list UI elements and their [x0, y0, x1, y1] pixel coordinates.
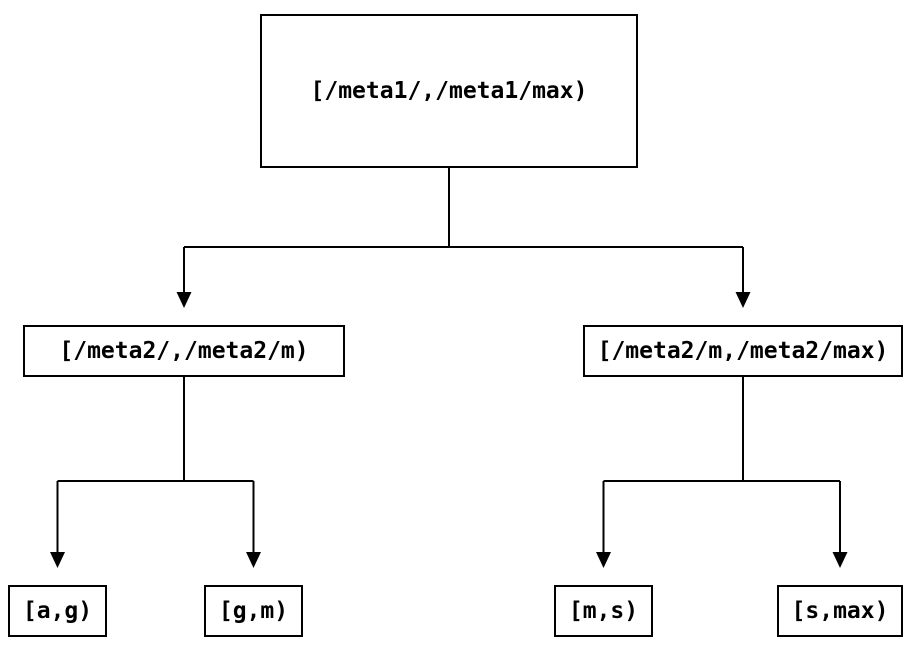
node-leaf-smax-label: [s,max) — [791, 598, 889, 624]
arrowhead-down-icon — [50, 552, 65, 568]
node-leaf-gm: [g,m) — [204, 585, 303, 637]
node-meta2-right-label: [/meta2/m,/meta2/max) — [597, 338, 889, 364]
node-leaf-gm-label: [g,m) — [218, 598, 289, 624]
connector-right-subtree — [596, 377, 848, 568]
node-meta2-right: [/meta2/m,/meta2/max) — [583, 325, 903, 377]
node-leaf-ms: [m,s) — [554, 585, 653, 637]
arrowhead-down-icon — [596, 552, 611, 568]
arrowhead-down-icon — [246, 552, 261, 568]
arrowhead-down-icon — [176, 292, 192, 308]
node-root: [/meta1/,/meta1/max) — [260, 14, 638, 168]
arrowhead-down-icon — [832, 552, 848, 568]
connector-left-subtree — [50, 377, 261, 568]
node-meta2-left-label: [/meta2/,/meta2/m) — [59, 338, 309, 364]
node-meta2-left: [/meta2/,/meta2/m) — [23, 325, 345, 377]
arrowhead-down-icon — [735, 292, 751, 308]
node-leaf-ag: [a,g) — [8, 585, 107, 637]
node-leaf-ag-label: [a,g) — [22, 598, 93, 624]
connector-root-to-children — [176, 168, 751, 308]
node-leaf-ms-label: [m,s) — [568, 598, 639, 624]
node-root-label: [/meta1/,/meta1/max) — [310, 78, 588, 104]
node-leaf-smax: [s,max) — [777, 585, 903, 637]
